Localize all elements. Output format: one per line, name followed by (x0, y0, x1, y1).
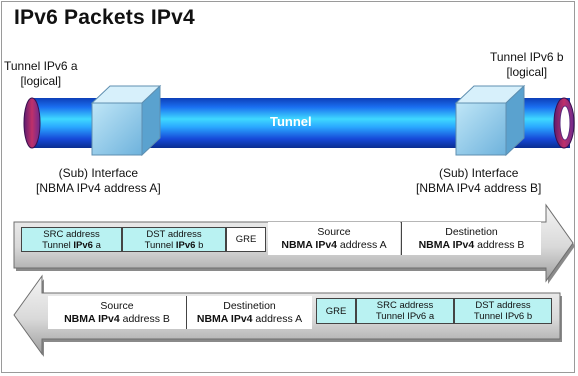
interface-box-a (90, 84, 162, 157)
forward-field-destination-ipv4: Destinetion NBMA IPv4 address B (401, 222, 541, 255)
tunnel-end-b-opening (559, 105, 571, 141)
forward-field-dst-ipv6: DST address Tunnel IPv6 b (122, 227, 226, 252)
forward-field-source-ipv4: Source NBMA IPv4 address A (268, 222, 400, 255)
tunnel-end-a-cap (23, 97, 41, 149)
interface-a-label: (Sub) Interface [NBMA IPv4 address A] (36, 166, 161, 195)
interface-b-label: (Sub) Interface [NBMA IPv4 address B] (416, 166, 542, 195)
reverse-field-src-ipv6: SRC address Tunnel IPv6 a (356, 298, 454, 324)
tunnel-end-a-label: Tunnel IPv6 a [logical] (4, 59, 78, 88)
forward-field-gre: GRE (226, 227, 266, 252)
reverse-field-dst-ipv6: DST address Tunnel IPv6 b (454, 298, 552, 324)
tunnel-end-b-label: Tunnel IPv6 b [logical] (490, 50, 564, 79)
reverse-field-gre: GRE (316, 298, 356, 324)
diagram-title: IPv6 Packets IPv4 (14, 6, 195, 29)
reverse-field-destination-ipv4: Destinetion NBMA IPv4 address A (186, 296, 312, 329)
interface-box-b (454, 84, 526, 157)
forward-field-src-ipv6: SRC address Tunnel IPv6 a (21, 227, 122, 252)
tunnel-label: Tunnel (270, 114, 312, 129)
reverse-field-source-ipv4: Source NBMA IPv4 address B (48, 296, 186, 329)
